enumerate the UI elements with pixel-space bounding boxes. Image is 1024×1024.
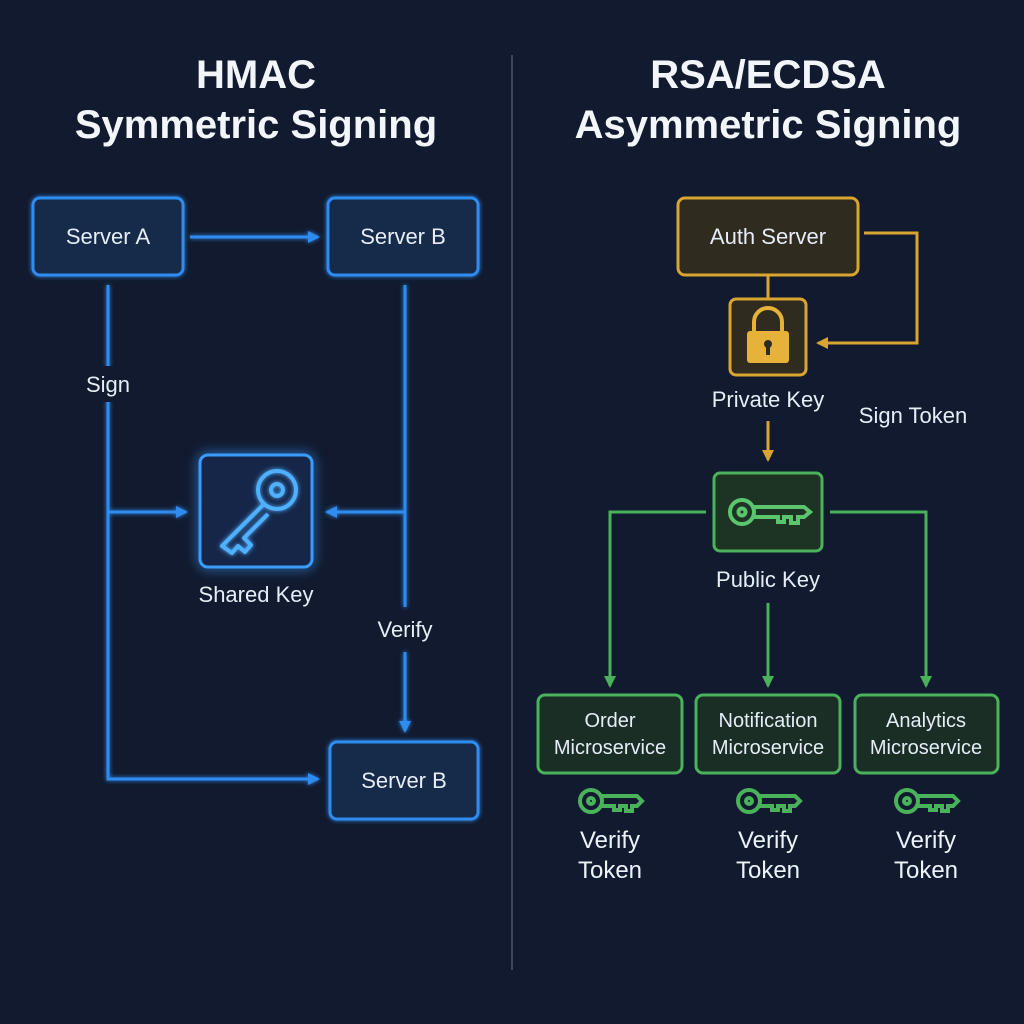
rsa-title-line2: Asymmetric Signing [575, 103, 962, 147]
public-key-connectors [604, 510, 932, 688]
verify-token-line2: Token [894, 857, 958, 884]
service-analytics: Analytics Microservice Verify Token [853, 693, 1000, 884]
lock-icon [747, 306, 789, 363]
service-notification: Notification Microservice Verify Token [694, 693, 842, 884]
sign-label: Sign [86, 372, 130, 397]
auth-server-box: Auth Server [676, 196, 860, 277]
service-order: Order Microservice Verify Token [536, 693, 684, 884]
private-key-box [728, 297, 808, 377]
verify-label: Verify [377, 617, 432, 642]
key-icon [894, 788, 961, 814]
public-key-box [712, 471, 824, 553]
server-a-label: Server A [66, 224, 151, 249]
server-b-top-box: Server B [326, 196, 480, 277]
hmac-title-line2: Symmetric Signing [75, 103, 437, 147]
rsa-panel: RSA/ECDSA Asymmetric Signing Auth Server… [536, 53, 1000, 884]
public-key-label: Public Key [716, 567, 820, 592]
verify-token-line2: Token [736, 857, 800, 884]
server-b-top-label: Server B [360, 224, 446, 249]
private-key-label: Private Key [712, 387, 825, 412]
service-type: Microservice [712, 737, 824, 759]
service-type: Microservice [554, 737, 666, 759]
server-a-box: Server A [31, 196, 185, 277]
auth-server-label: Auth Server [710, 224, 826, 249]
verify-token-line2: Token [578, 857, 642, 884]
shared-key-label: Shared Key [199, 582, 314, 607]
service-type: Microservice [870, 737, 982, 759]
server-b-bottom-box: Server B [328, 740, 480, 821]
key-icon [220, 469, 298, 555]
key-icon [578, 788, 645, 814]
shared-key-box [198, 453, 314, 569]
service-name: Notification [719, 710, 818, 732]
verify-token-line1: Verify [896, 827, 956, 854]
server-b-to-key-arrow [325, 285, 407, 518]
rsa-title-line1: RSA/ECDSA [650, 53, 886, 97]
server-b-bottom-label: Server B [361, 768, 447, 793]
sign-token-arrow [816, 231, 919, 349]
service-name: Analytics [886, 710, 966, 732]
hmac-title-line1: HMAC [196, 53, 316, 97]
key-icon [728, 498, 814, 526]
public-to-analytics-arrow [830, 510, 932, 688]
service-name: Order [584, 710, 635, 732]
verify-token-line1: Verify [580, 827, 640, 854]
public-to-order-arrow [604, 510, 706, 688]
verify-token-line1: Verify [738, 827, 798, 854]
key-icon [736, 788, 803, 814]
sign-token-label: Sign Token [859, 403, 967, 428]
hmac-panel: HMAC Symmetric Signing Server A Server B… [31, 53, 480, 821]
auth-connectors [762, 231, 919, 462]
left-rail-to-server-b-arrow [106, 512, 320, 785]
hmac-connectors [106, 231, 407, 785]
